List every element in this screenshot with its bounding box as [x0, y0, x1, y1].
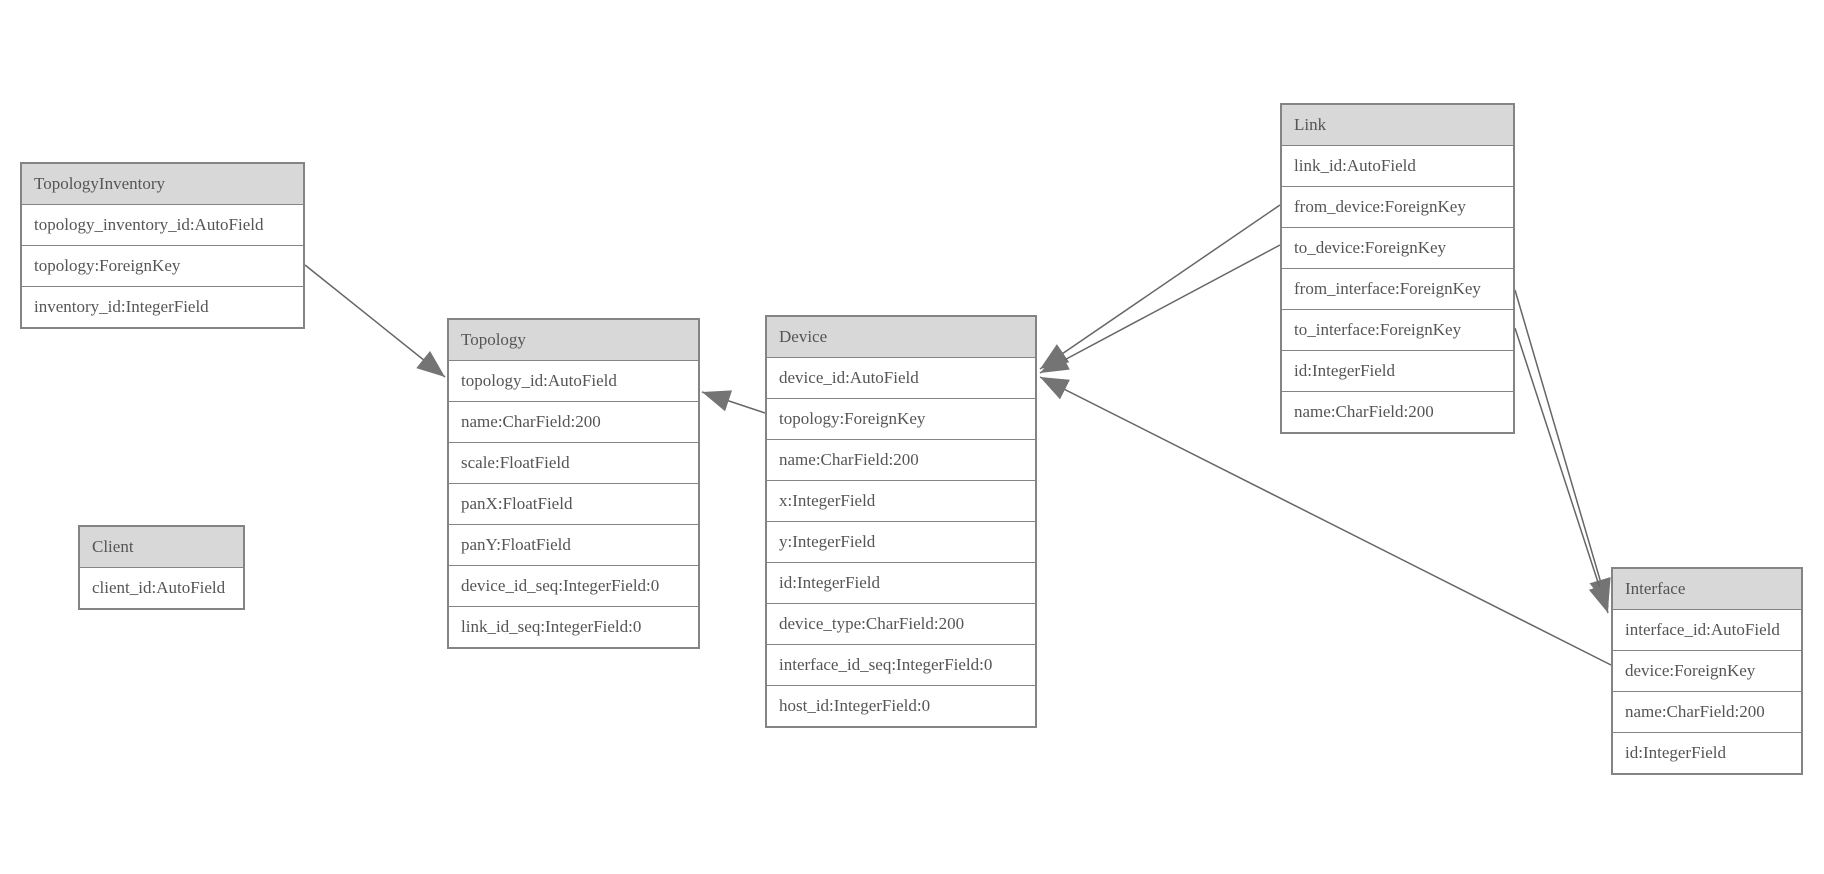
field-row: inventory_id:IntegerField	[22, 287, 303, 327]
field-row: device_type:CharField:200	[767, 604, 1035, 645]
field-row: y:IntegerField	[767, 522, 1035, 563]
field-row: topology:ForeignKey	[22, 246, 303, 287]
edge-link-to-device-to-device	[1039, 244, 1281, 374]
table-title-client: Client	[80, 527, 243, 568]
table-title-device: Device	[767, 317, 1035, 358]
table-title-topology-inventory: TopologyInventory	[22, 164, 303, 205]
field-row: id:IntegerField	[1282, 351, 1513, 392]
table-title-link: Link	[1282, 105, 1513, 146]
field-row: from_device:ForeignKey	[1282, 187, 1513, 228]
field-row: device_id:AutoField	[767, 358, 1035, 399]
field-row: topology_inventory_id:AutoField	[22, 205, 303, 246]
field-row: link_id_seq:IntegerField:0	[449, 607, 698, 647]
field-row: interface_id_seq:IntegerField:0	[767, 645, 1035, 686]
field-row: x:IntegerField	[767, 481, 1035, 522]
field-row: host_id:IntegerField:0	[767, 686, 1035, 726]
table-title-topology: Topology	[449, 320, 698, 361]
edge-link-from-interface-to-interface	[1514, 289, 1611, 608]
edge-topologyinventory-topology-to-topology	[304, 264, 446, 378]
field-row: from_interface:ForeignKey	[1282, 269, 1513, 310]
field-row: interface_id:AutoField	[1613, 610, 1801, 651]
field-row: name:CharField:200	[1282, 392, 1513, 432]
edge-link-to-interface-to-interface	[1514, 327, 1610, 614]
field-row: to_device:ForeignKey	[1282, 228, 1513, 269]
field-row: link_id:AutoField	[1282, 146, 1513, 187]
field-row: topology_id:AutoField	[449, 361, 698, 402]
field-row: panX:FloatField	[449, 484, 698, 525]
field-row: name:CharField:200	[1613, 692, 1801, 733]
field-row: scale:FloatField	[449, 443, 698, 484]
field-row: device_id_seq:IntegerField:0	[449, 566, 698, 607]
field-row: panY:FloatField	[449, 525, 698, 566]
field-row: to_interface:ForeignKey	[1282, 310, 1513, 351]
table-title-interface: Interface	[1613, 569, 1801, 610]
field-row: client_id:AutoField	[80, 568, 243, 608]
field-row: device:ForeignKey	[1613, 651, 1801, 692]
field-row: id:IntegerField	[767, 563, 1035, 604]
field-row: id:IntegerField	[1613, 733, 1801, 773]
field-row: name:CharField:200	[767, 440, 1035, 481]
field-row: name:CharField:200	[449, 402, 698, 443]
edge-device-topology-to-topology	[701, 390, 766, 414]
field-row: topology:ForeignKey	[767, 399, 1035, 440]
edge-link-from-device-to-device	[1039, 204, 1281, 370]
